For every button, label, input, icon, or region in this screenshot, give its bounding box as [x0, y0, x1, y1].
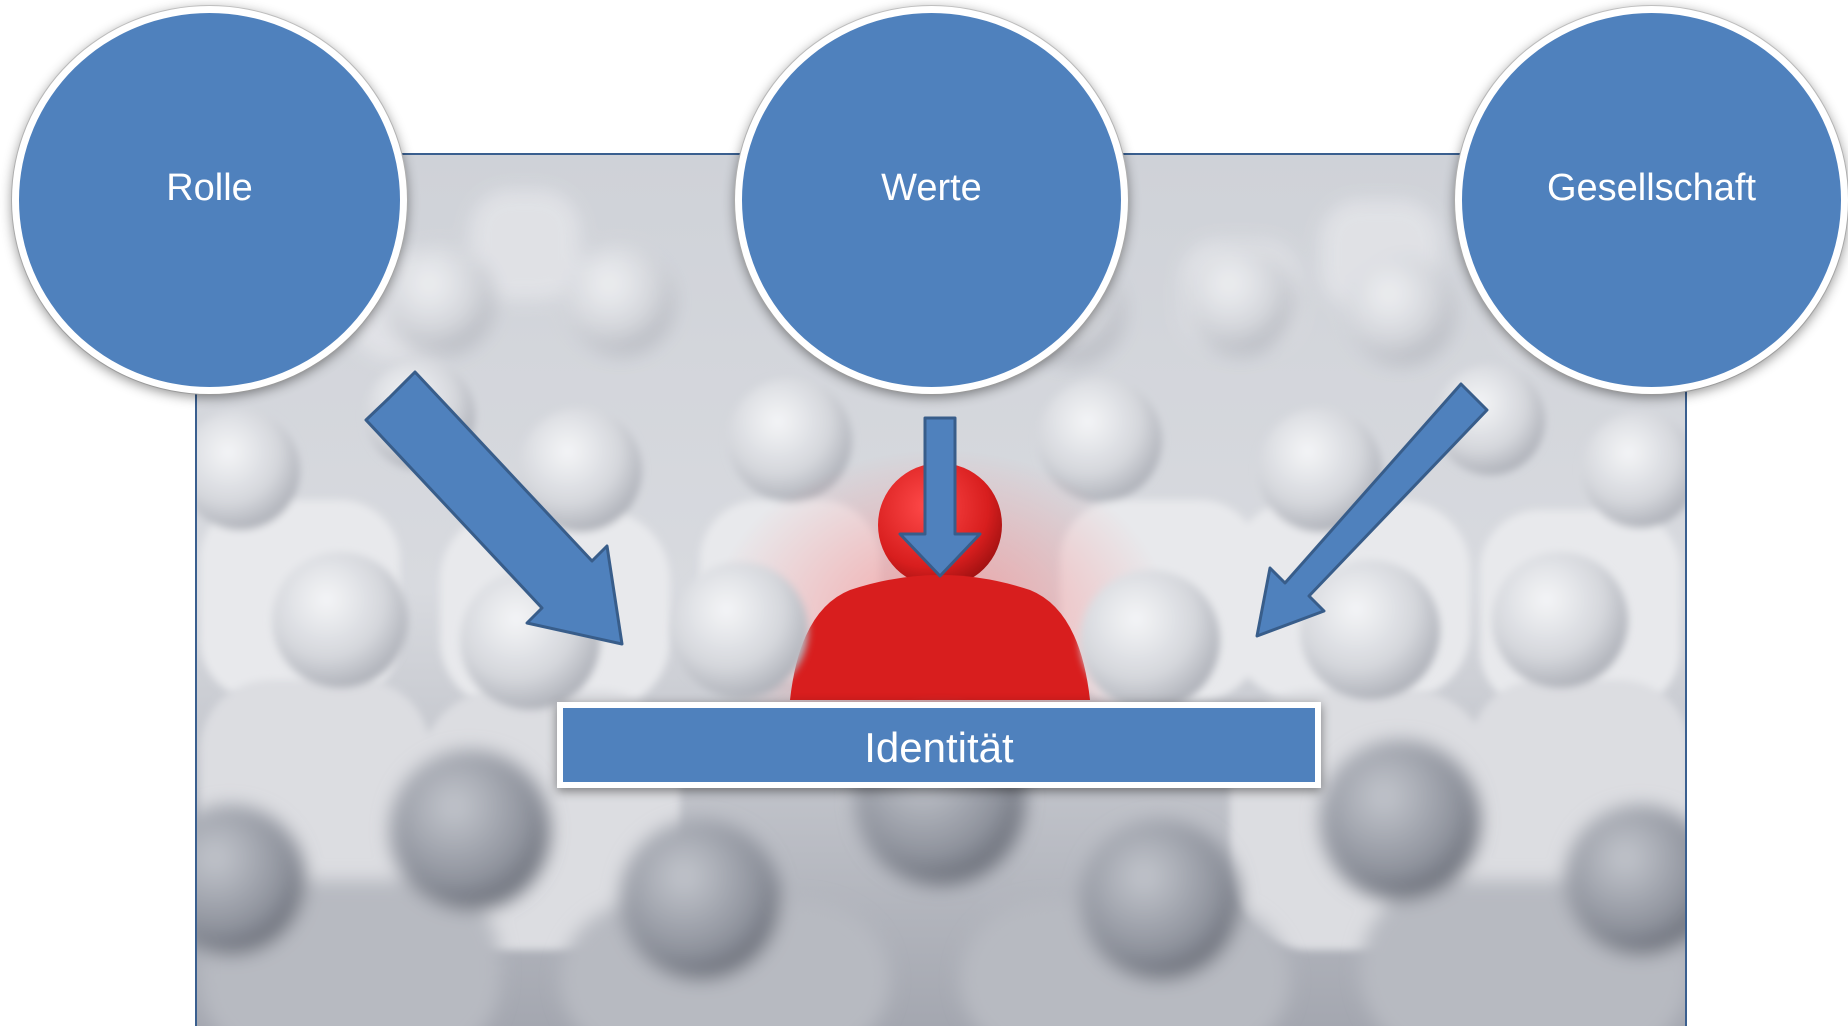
arrow-werte-to-identitaet: [898, 416, 982, 578]
node-gesellschaft-label: Gesellschaft: [1546, 167, 1757, 209]
identitaet-label: Identität: [864, 724, 1014, 771]
arrow-gesellschaft-to-identitaet: [1255, 382, 1489, 638]
node-werte: Werte: [735, 6, 1128, 394]
node-rolle: Rolle: [12, 6, 407, 394]
node-werte-label: Werte: [881, 167, 982, 209]
identitaet-box: Identität: [557, 702, 1321, 788]
arrow-rolle-to-identitaet: [364, 370, 624, 646]
node-rolle-label: Rolle: [166, 167, 253, 209]
node-gesellschaft: Gesellschaft: [1455, 6, 1848, 394]
